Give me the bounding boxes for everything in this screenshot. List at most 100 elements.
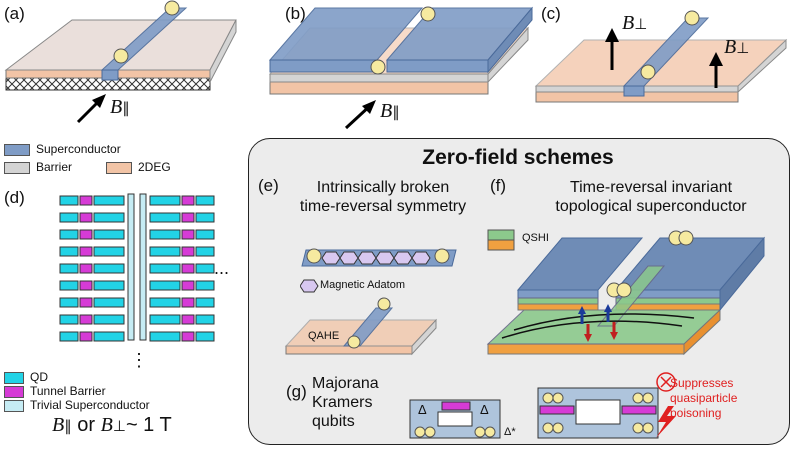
legend-qd: QD [4, 370, 48, 384]
tunnel-barrier [181, 297, 195, 308]
majorana-icon [164, 0, 180, 16]
legend-swatch [4, 143, 30, 156]
panel-c-field-label-2: B⊥ [724, 36, 750, 58]
chain-row [59, 314, 215, 325]
quantum-dot [93, 246, 125, 257]
legend-swatch [4, 161, 30, 174]
suppress-poisoning-text: Suppresses quasiparticle poisoning [670, 376, 738, 420]
tunnel-barrier [79, 229, 93, 240]
quantum-dot [149, 263, 181, 274]
panel-b-field-label: B∥ [380, 100, 400, 122]
chain-row [59, 195, 215, 206]
delta-label-right: Δ [480, 402, 489, 417]
panel-label-d: (d) [4, 188, 25, 207]
quantum-dot [93, 195, 125, 206]
magnetic-adatom-icon [300, 279, 319, 293]
quantum-dot [59, 280, 79, 291]
tunnel-barrier [79, 195, 93, 206]
legend-2deg: 2DEG [106, 160, 171, 174]
delta-star-label: Δ* [504, 426, 516, 438]
delta-label-left: Δ [418, 402, 427, 417]
tunnel-barrier [79, 263, 93, 274]
tunnel-barrier [79, 297, 93, 308]
field-arrow-icon [362, 100, 376, 114]
panel-a-field-label: B∥ [110, 96, 130, 118]
quantum-dot [59, 195, 79, 206]
quantum-dot [59, 331, 79, 342]
quantum-dot [195, 263, 215, 274]
legend-trivial-sc: Trivial Superconductor [4, 398, 150, 412]
panel-label-c: (c) [541, 4, 561, 23]
panel-e-adatom-chain [301, 248, 457, 267]
panel-label-e: (e) [258, 176, 279, 195]
legend-swatch [4, 371, 24, 384]
legend-tunnel-barrier: Tunnel Barrier [4, 384, 106, 398]
panel-label-g: (g) [286, 382, 307, 401]
quantum-dot [149, 229, 181, 240]
panel-d-chain [59, 193, 215, 342]
lightning-icon [656, 372, 676, 438]
warning-x-icon [656, 372, 676, 392]
panel-label-b: (b) [285, 4, 306, 23]
majorana-icon [113, 48, 129, 64]
chain-row [59, 331, 215, 342]
quantum-dot [93, 314, 125, 325]
field-arrow-icon [709, 52, 723, 66]
quantum-dot [195, 280, 215, 291]
zero-field-title: Zero-field schemes [422, 146, 614, 169]
quantum-dot [195, 195, 215, 206]
quantum-dot [93, 229, 125, 240]
quantum-dot [149, 314, 181, 325]
chain-row [59, 297, 215, 308]
tunnel-barrier [79, 331, 93, 342]
quantum-dot [149, 246, 181, 257]
tunnel-barrier [79, 314, 93, 325]
legend-swatch [106, 161, 132, 174]
quantum-dot [195, 212, 215, 223]
quantum-dot [195, 229, 215, 240]
tunnel-barrier [181, 280, 195, 291]
legend-superconductor: Superconductor [4, 142, 121, 156]
quantum-dot [59, 212, 79, 223]
tunnel-barrier [181, 331, 195, 342]
quantum-dot [59, 246, 79, 257]
quantum-dot [59, 263, 79, 274]
tunnel-barrier [181, 314, 195, 325]
field-arrow-icon [92, 94, 106, 108]
chain-row [59, 263, 215, 274]
panel-g-kramers-qubit-1 [409, 399, 501, 439]
chain-row [59, 212, 215, 223]
panel-a-device [4, 0, 237, 124]
tunnel-barrier [181, 246, 195, 257]
quantum-dot [149, 331, 181, 342]
quantum-dot [59, 297, 79, 308]
tunnel-barrier [181, 263, 195, 274]
legend-swatch [4, 399, 24, 412]
tunnel-barrier [79, 280, 93, 291]
qshi-label: QSHI [522, 232, 549, 244]
chain-row [59, 280, 215, 291]
panel-c-device [534, 10, 788, 103]
chain-ellipsis-vertical: ⋮ [130, 350, 148, 370]
magnetic-adatom-label: Magnetic Adatom [320, 279, 405, 291]
panel-label-f: (f) [490, 176, 507, 195]
quantum-dot [195, 331, 215, 342]
quantum-dot [195, 246, 215, 257]
quantum-dot [93, 263, 125, 274]
panel-c-field-label-1: B⊥ [622, 12, 648, 34]
quantum-dot [195, 297, 215, 308]
quantum-dot [149, 212, 181, 223]
tunnel-barrier [181, 195, 195, 206]
quantum-dot [59, 229, 79, 240]
qahe-label: QAHE [308, 330, 340, 342]
chain-row [59, 229, 215, 240]
tunnel-barrier [181, 229, 195, 240]
panel-f-qshi-device [486, 229, 766, 356]
panel-g-kramers-qubit-2 [537, 387, 659, 439]
chain-row [59, 246, 215, 257]
quantum-dot [149, 297, 181, 308]
quantum-dot [93, 212, 125, 223]
tunnel-barrier [181, 212, 195, 223]
